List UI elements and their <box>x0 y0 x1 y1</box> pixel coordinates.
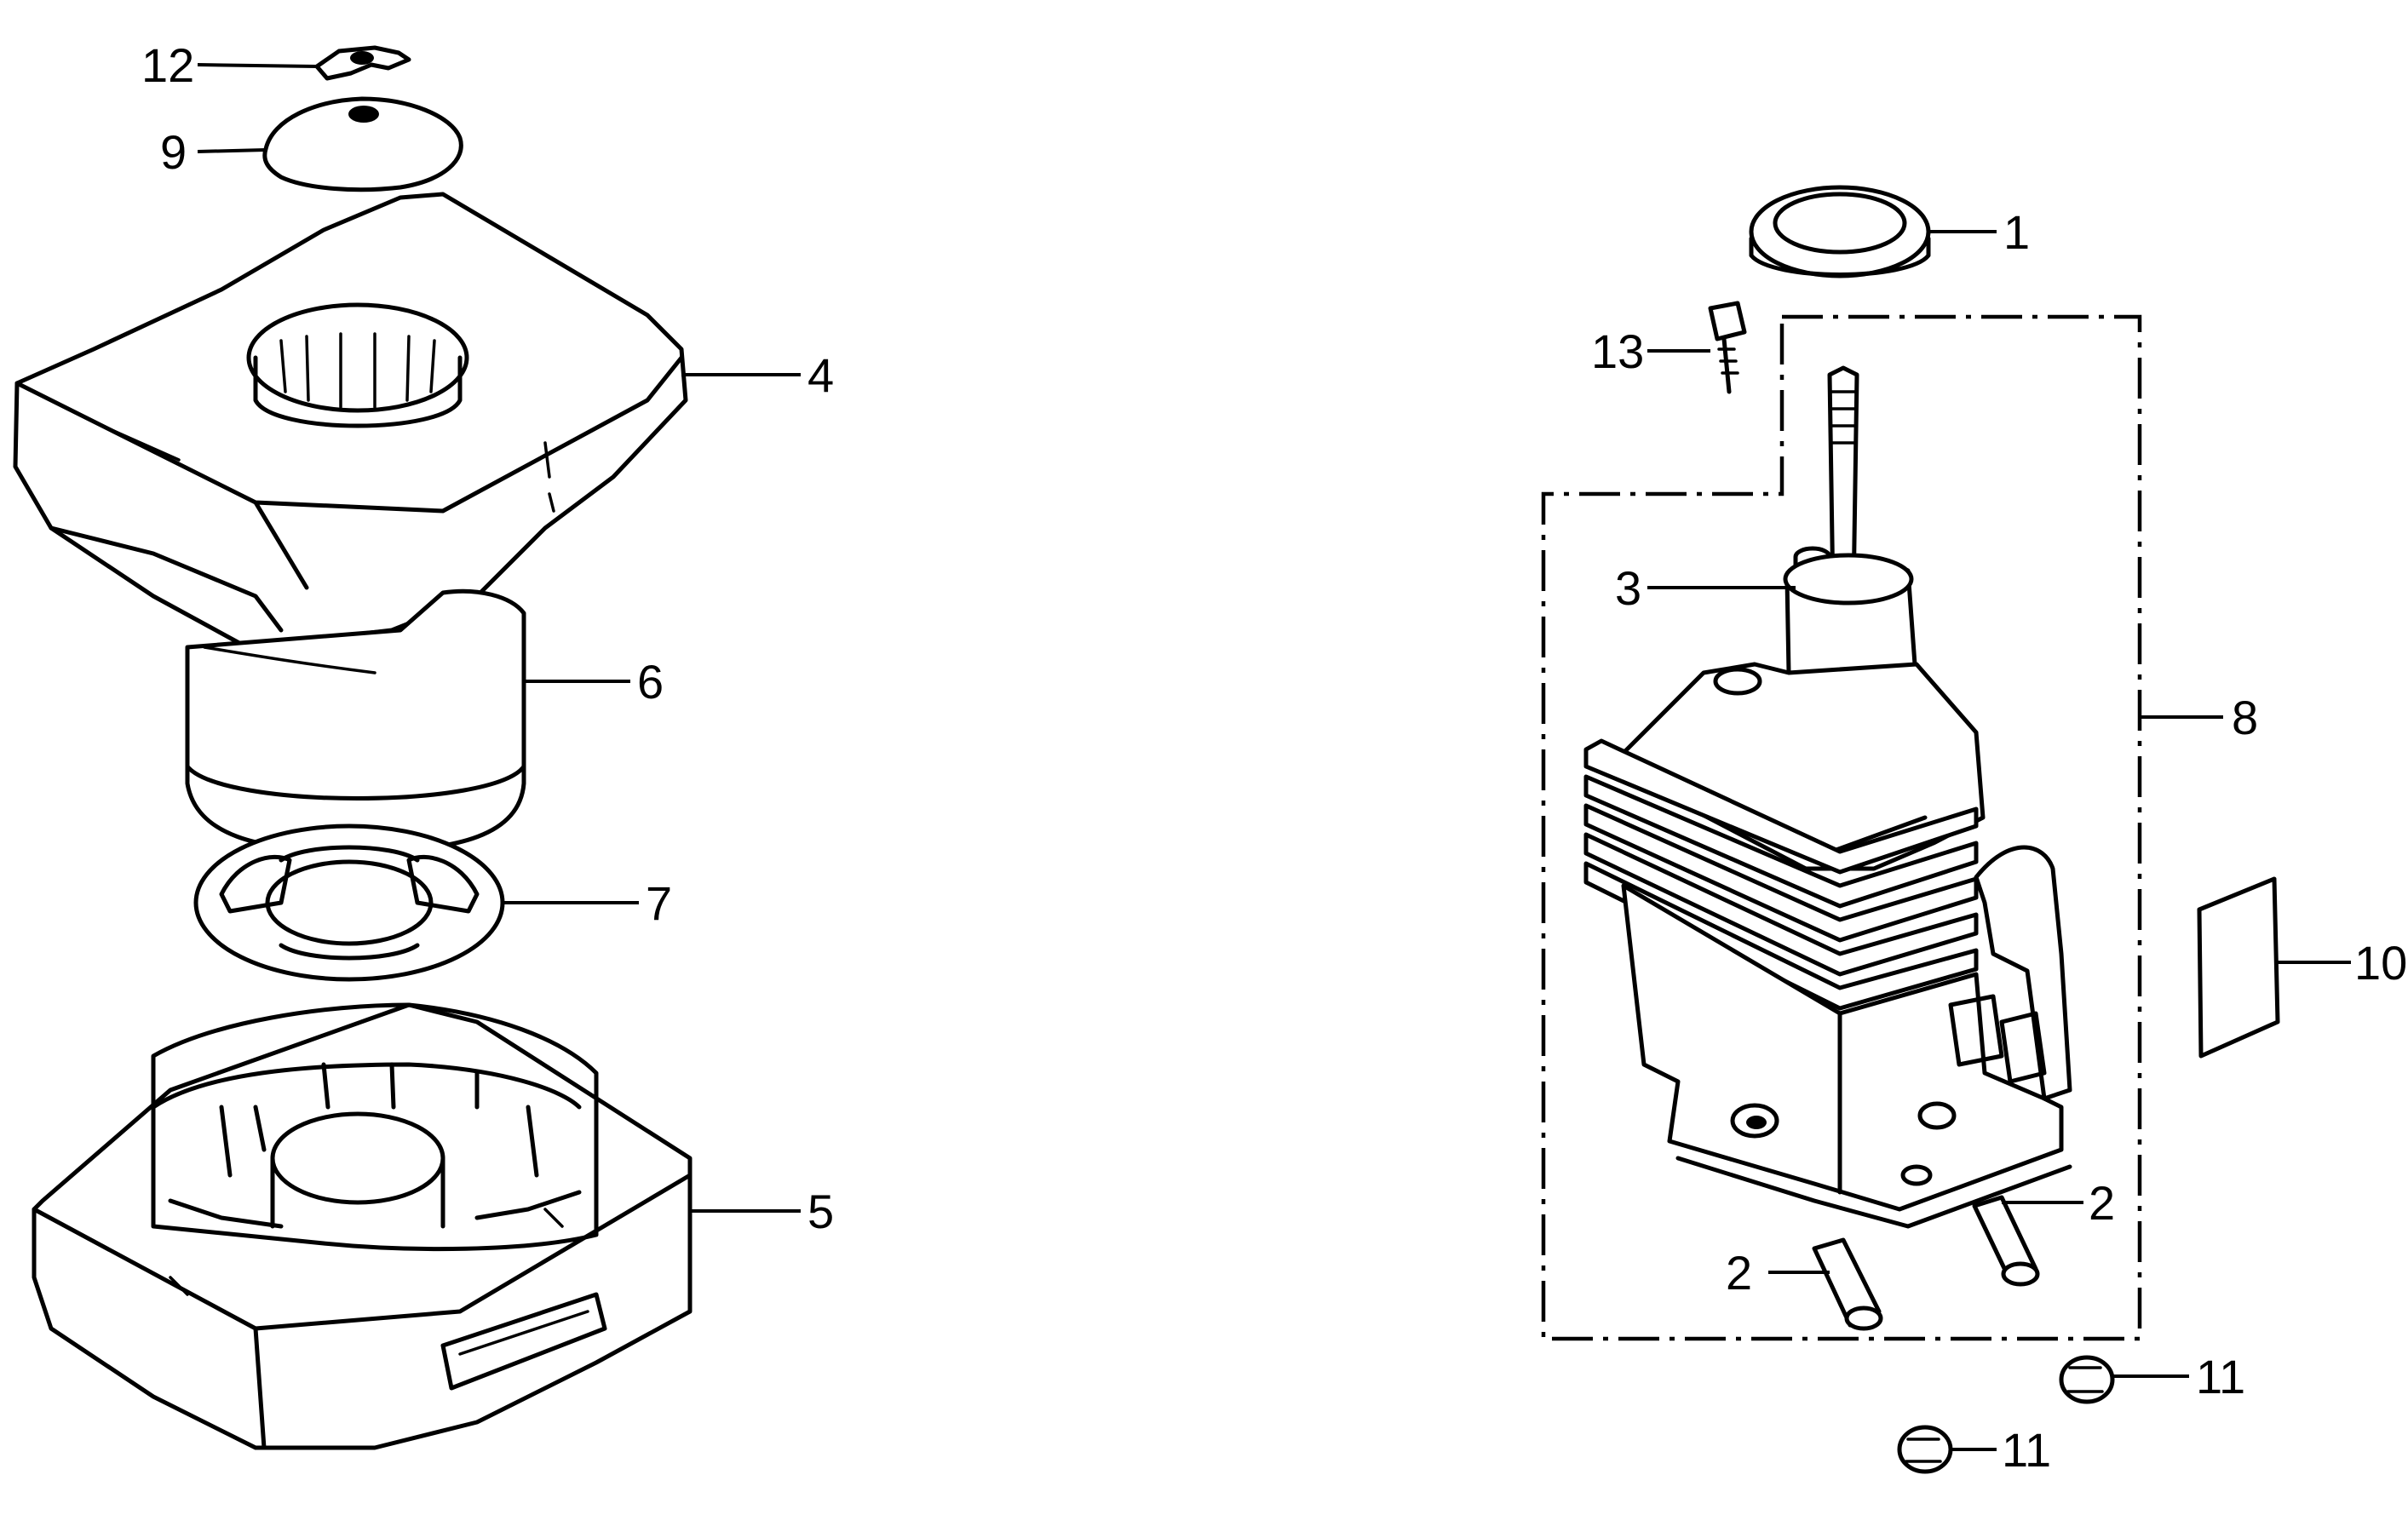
part-5-air-cleaner-case <box>32 1002 693 1450</box>
part-7-gasket <box>193 824 505 982</box>
label-part-9: 9 <box>160 125 187 179</box>
label-part-1: 1 <box>2003 205 2030 259</box>
part-4-air-cleaner-cover <box>13 192 688 650</box>
part-10-gasket <box>2197 876 2280 1059</box>
label-part-8: 8 <box>2232 691 2258 744</box>
part-12-wing-nut <box>314 45 411 81</box>
right-leader-lines <box>1647 230 2351 1451</box>
label-part-7: 7 <box>646 876 672 930</box>
part-11-plug-right <box>2059 1355 2115 1404</box>
label-part-11-right: 11 <box>2196 1350 2245 1403</box>
label-part-6: 6 <box>637 655 664 709</box>
label-part-10: 10 <box>2354 936 2407 990</box>
part-1-oil-seal <box>1749 185 1931 278</box>
label-part-2-right: 2 <box>2089 1176 2115 1230</box>
label-part-5: 5 <box>807 1185 834 1238</box>
label-part-4: 4 <box>807 348 834 402</box>
part-2-dowel-pin-left <box>1812 1237 1883 1331</box>
label-part-2-left: 2 <box>1726 1246 1752 1300</box>
cylinder-block <box>1583 365 2072 1229</box>
part-labels: 12 9 4 6 7 5 1 13 3 8 10 2 2 11 11 <box>141 38 2407 1477</box>
label-part-12: 12 <box>141 38 194 92</box>
label-part-3: 3 <box>1615 561 1641 615</box>
part-13-bolt <box>1708 301 1747 394</box>
left-leader-lines <box>197 63 801 1213</box>
part-11-plug-left <box>1897 1425 1953 1474</box>
part-8-group-boundary <box>1541 314 2142 1341</box>
part-9-seal-plate <box>262 96 463 192</box>
label-part-11-left: 11 <box>2002 1423 2051 1477</box>
part-6-filter-element <box>185 588 526 854</box>
label-part-13: 13 <box>1591 324 1644 378</box>
part-2-dowel-pin-right <box>1972 1195 2040 1287</box>
